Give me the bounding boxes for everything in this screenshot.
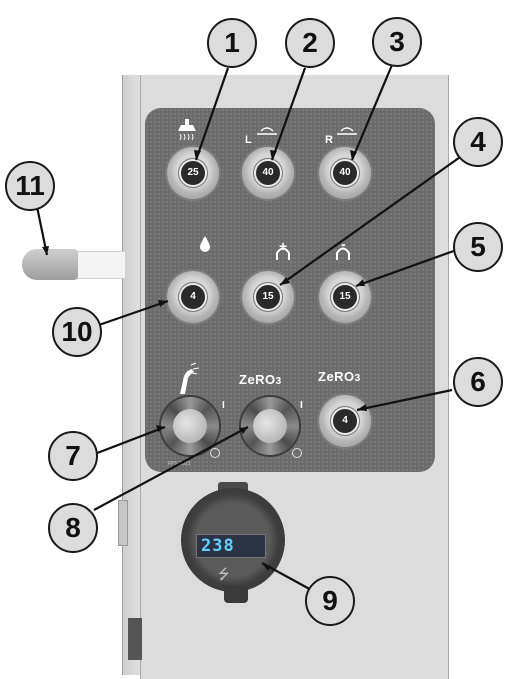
leader-line-10 (95, 299, 169, 328)
voltage-display: 238 (196, 534, 266, 558)
leader-line-9 (261, 562, 316, 593)
right-light-value: 40 (339, 167, 351, 178)
callout-5: 5 (453, 222, 503, 272)
water-button[interactable]: 4 (167, 271, 219, 323)
shower-value: 25 (187, 167, 199, 178)
handle-grip[interactable] (22, 249, 78, 280)
water-value: 4 (190, 291, 196, 302)
leader-arrow-2 (270, 150, 277, 160)
usb-icon: ⭍ (218, 566, 230, 582)
callout-1: 1 (207, 18, 257, 68)
right-light-button[interactable]: 40 (319, 147, 371, 199)
callout-10: 10 (52, 307, 102, 357)
leader-line-3 (350, 64, 394, 161)
zero-knob[interactable] (241, 397, 299, 455)
minus-sign-label: - (341, 236, 346, 252)
water-drop-icon (200, 236, 210, 252)
zero-button-value: 4 (342, 415, 348, 426)
callout-2: 2 (285, 18, 335, 68)
left-light-value: 40 (262, 167, 274, 178)
leader-arrow-5 (356, 279, 365, 286)
plus-sign-label: + (279, 238, 288, 254)
leader-line-2 (270, 67, 307, 161)
leader-line-8 (93, 426, 249, 511)
leader-arrow-11 (42, 246, 49, 255)
lower-value: 15 (339, 291, 351, 302)
hand-shower-icon (180, 362, 200, 394)
right-lamp-icon (337, 127, 357, 135)
callout-7: 7 (48, 431, 98, 481)
zero-brand-label-button: ZeRO3 (318, 369, 361, 384)
leader-line-4 (279, 149, 471, 286)
callout-11: 11 (5, 161, 55, 211)
raise-value: 15 (262, 291, 274, 302)
leader-arrow-9 (262, 563, 271, 571)
leader-arrow-4 (280, 277, 290, 285)
left-lamp-icon (257, 127, 277, 135)
knob-on-mark-1: I (222, 400, 225, 411)
leader-arrow-3 (350, 150, 357, 160)
leader-arrow-7 (156, 425, 165, 432)
callout-3: 3 (372, 17, 422, 67)
zero-brand-label-knob: ZeRO3 (239, 372, 282, 387)
leader-line-5 (355, 246, 463, 288)
bottom-tab (128, 618, 142, 660)
hand-shower-knob[interactable] (161, 397, 219, 455)
leader-arrow-6 (357, 404, 367, 411)
leader-line-7 (91, 425, 166, 457)
left-light-button[interactable]: 40 (242, 147, 294, 199)
callout-4: 4 (453, 117, 503, 167)
lower-icon (336, 247, 350, 260)
knob-off-mark-2 (292, 448, 302, 458)
zero-button[interactable]: 4 (319, 395, 371, 447)
leader-line-6 (356, 388, 453, 412)
side-hook (118, 500, 128, 546)
left-prefix-label: L (245, 134, 252, 146)
leader-arrow-10 (158, 300, 168, 307)
raise-icon (276, 247, 290, 260)
right-prefix-label: R (325, 134, 333, 146)
knob-off-mark-1 (210, 448, 220, 458)
shower-icon (178, 119, 196, 141)
knob-on-mark-2: I (300, 400, 303, 411)
leader-line-1 (194, 67, 230, 161)
leader-arrow-8 (239, 427, 248, 434)
socket-base (224, 585, 248, 603)
shower-button[interactable]: 25 (167, 147, 219, 199)
leader-arrow-1 (194, 150, 201, 160)
callout-9: 9 (305, 576, 355, 626)
callout-8: 8 (48, 503, 98, 553)
callout-6: 6 (453, 357, 503, 407)
